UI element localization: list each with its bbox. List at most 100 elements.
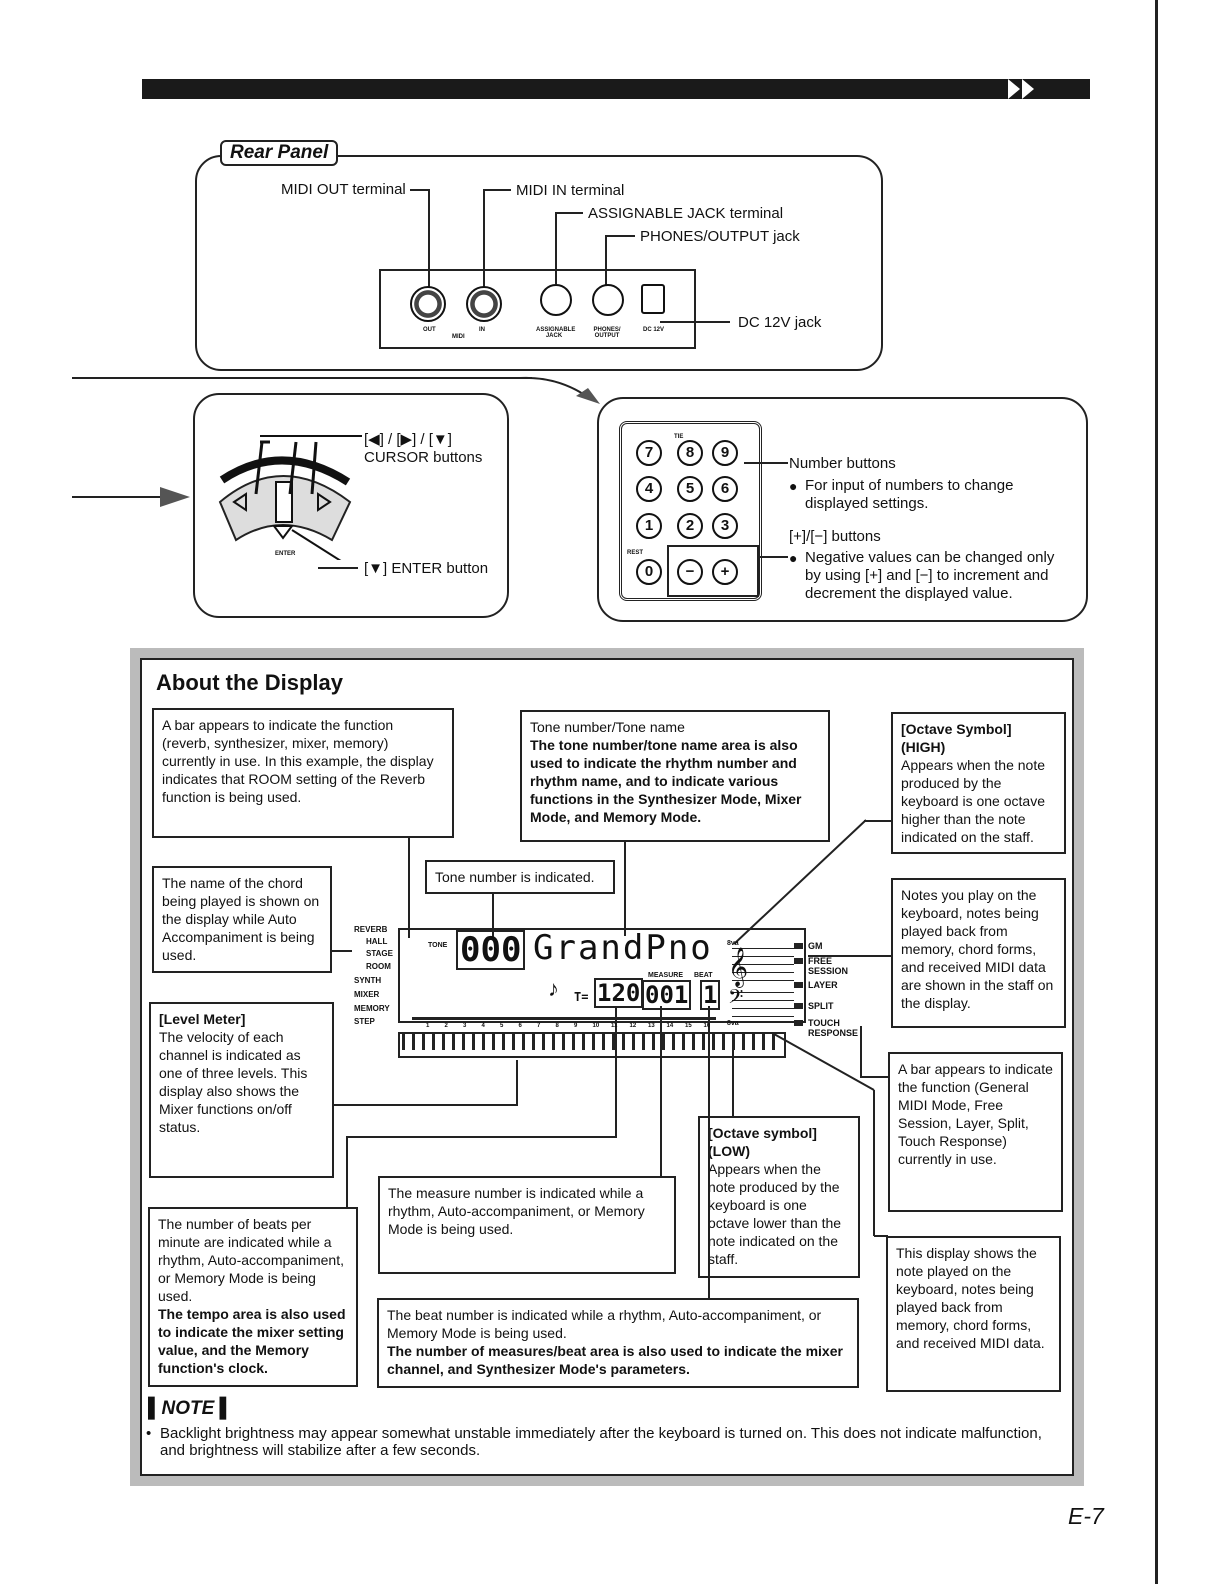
key-0-button[interactable]: 0 <box>636 559 662 585</box>
callout-sub: (LOW) <box>708 1143 750 1159</box>
key-6-button[interactable]: 6 <box>712 476 738 502</box>
leader-line <box>492 894 494 940</box>
note-mark: ▌ <box>148 1398 162 1419</box>
jack-label-phones: PHONES/ OUTPUT <box>593 327 621 339</box>
lcd-tone-name: GrandPno <box>533 928 713 968</box>
callout-octave-high: [Octave Symbol] (HIGH) Appears when the … <box>891 712 1066 854</box>
callout-text: A bar appears to indicate the function (… <box>898 1061 1053 1167</box>
callout-tempo: The number of beats per minute are indic… <box>148 1207 358 1387</box>
display-section-inner <box>140 658 1074 1476</box>
callout-staff: This display shows the note played on th… <box>886 1236 1061 1392</box>
lcd-right-label: FREE SESSION <box>808 956 849 976</box>
channel-number: 12 <box>629 1023 637 1029</box>
number-panel <box>597 397 1088 622</box>
black-key <box>632 1034 635 1050</box>
black-key <box>482 1034 485 1050</box>
leader-line <box>555 212 557 284</box>
phones-label: PHONES/OUTPUT jack <box>640 228 800 245</box>
channel-number: 11 <box>611 1023 618 1029</box>
black-key <box>552 1034 555 1050</box>
pm-desc-1: Negative values can be changed only <box>805 549 1055 566</box>
display-section-frame <box>130 648 1084 1486</box>
enter-small-label: ENTER <box>275 551 296 557</box>
leader-diagonal <box>773 1033 888 1237</box>
keypad-frame <box>619 421 762 601</box>
lcd-indicator-bar <box>794 1020 803 1026</box>
plusminus-frame <box>667 545 759 597</box>
key-7-button[interactable]: 7 <box>636 440 662 466</box>
cursor-label-2: CURSOR buttons <box>364 449 483 466</box>
key-minus-button[interactable]: − <box>677 559 703 585</box>
cursor-label-1: [◀] / [▶] / [▼] <box>364 431 452 448</box>
black-key <box>442 1034 445 1050</box>
phones-jack-icon <box>592 284 624 316</box>
leader-line <box>605 235 635 237</box>
lcd-left-label: MEMORY <box>354 1004 390 1013</box>
channel-bar <box>412 1017 716 1020</box>
key-5-button[interactable]: 5 <box>677 476 703 502</box>
black-key <box>542 1034 545 1050</box>
midi-out-label: MIDI OUT terminal <box>281 181 406 198</box>
lcd-right-label: LAYER <box>808 980 838 990</box>
leader-line <box>555 212 583 214</box>
black-key <box>692 1034 695 1050</box>
callout-title: [Level Meter] <box>159 1011 246 1027</box>
callout-text: Appears when the note produced by the ke… <box>708 1161 842 1267</box>
black-key <box>672 1034 675 1050</box>
leader-line <box>864 820 892 822</box>
midi-out-jack-icon <box>410 286 446 322</box>
jack-plate <box>379 269 696 349</box>
lcd-tempo-label: T= <box>574 990 589 1004</box>
key-4-button[interactable]: 4 <box>636 476 662 502</box>
black-key <box>452 1034 455 1050</box>
leader-line <box>605 235 607 285</box>
key-plus-button[interactable]: + <box>712 559 738 585</box>
lcd-beat-label: BEAT <box>694 972 713 979</box>
key-3-button[interactable]: 3 <box>712 513 738 539</box>
lcd-left-label: HALL <box>366 937 388 946</box>
leader-line <box>483 189 511 191</box>
leader-line <box>334 1104 516 1106</box>
leader-line <box>516 1060 518 1106</box>
header-arrow-icon <box>1008 79 1020 99</box>
pm-desc-3: decrement the displayed value. <box>805 585 1013 602</box>
leader-line <box>428 189 430 289</box>
note-title: ▌NOTE ▌ <box>148 1398 233 1420</box>
number-desc-2: displayed settings. <box>805 495 929 512</box>
callout-title: [Octave Symbol] <box>901 721 1012 737</box>
rear-panel <box>195 155 883 371</box>
leader-line <box>732 1036 734 1118</box>
jack-label-in: IN <box>479 327 485 333</box>
lcd-measure-label: MEASURE <box>648 972 684 979</box>
bass-clef-icon: 𝄢 <box>728 986 744 1013</box>
key-8-button[interactable]: 8 <box>677 440 703 466</box>
lcd-tempo: 120 <box>594 978 644 1008</box>
callout-text: Notes you play on the keyboard, notes be… <box>901 887 1054 1011</box>
channel-number: 4 <box>481 1023 485 1029</box>
rear-panel-title: Rear Panel <box>220 140 339 166</box>
leader-line <box>624 842 626 936</box>
key-1-button[interactable]: 1 <box>636 513 662 539</box>
black-key <box>592 1034 595 1050</box>
connector-line-2 <box>72 496 172 498</box>
arrow-right-icon <box>160 487 190 507</box>
leader-line <box>410 189 430 191</box>
callout-chord: The name of the chord being played is sh… <box>152 866 332 973</box>
bullet-icon: ● <box>789 550 798 566</box>
black-key <box>762 1034 765 1050</box>
black-key <box>622 1034 625 1050</box>
dc-label: DC 12V jack <box>738 314 822 331</box>
lcd-octave-high: 8va <box>727 940 739 947</box>
key-2-button[interactable]: 2 <box>677 513 703 539</box>
enter-label: [▼] ENTER button <box>364 560 489 577</box>
callout-bold: The tempo area is also used to indicate … <box>158 1306 346 1376</box>
key-9-button[interactable]: 9 <box>712 440 738 466</box>
black-key <box>652 1034 655 1050</box>
dc-jack-icon <box>641 284 665 314</box>
black-key <box>582 1034 585 1050</box>
note-title-text: NOTE <box>161 1398 215 1419</box>
black-key <box>662 1034 665 1050</box>
channel-number: 8 <box>555 1023 559 1029</box>
callout-sub: (HIGH) <box>901 739 946 755</box>
leader-line <box>346 1136 616 1138</box>
